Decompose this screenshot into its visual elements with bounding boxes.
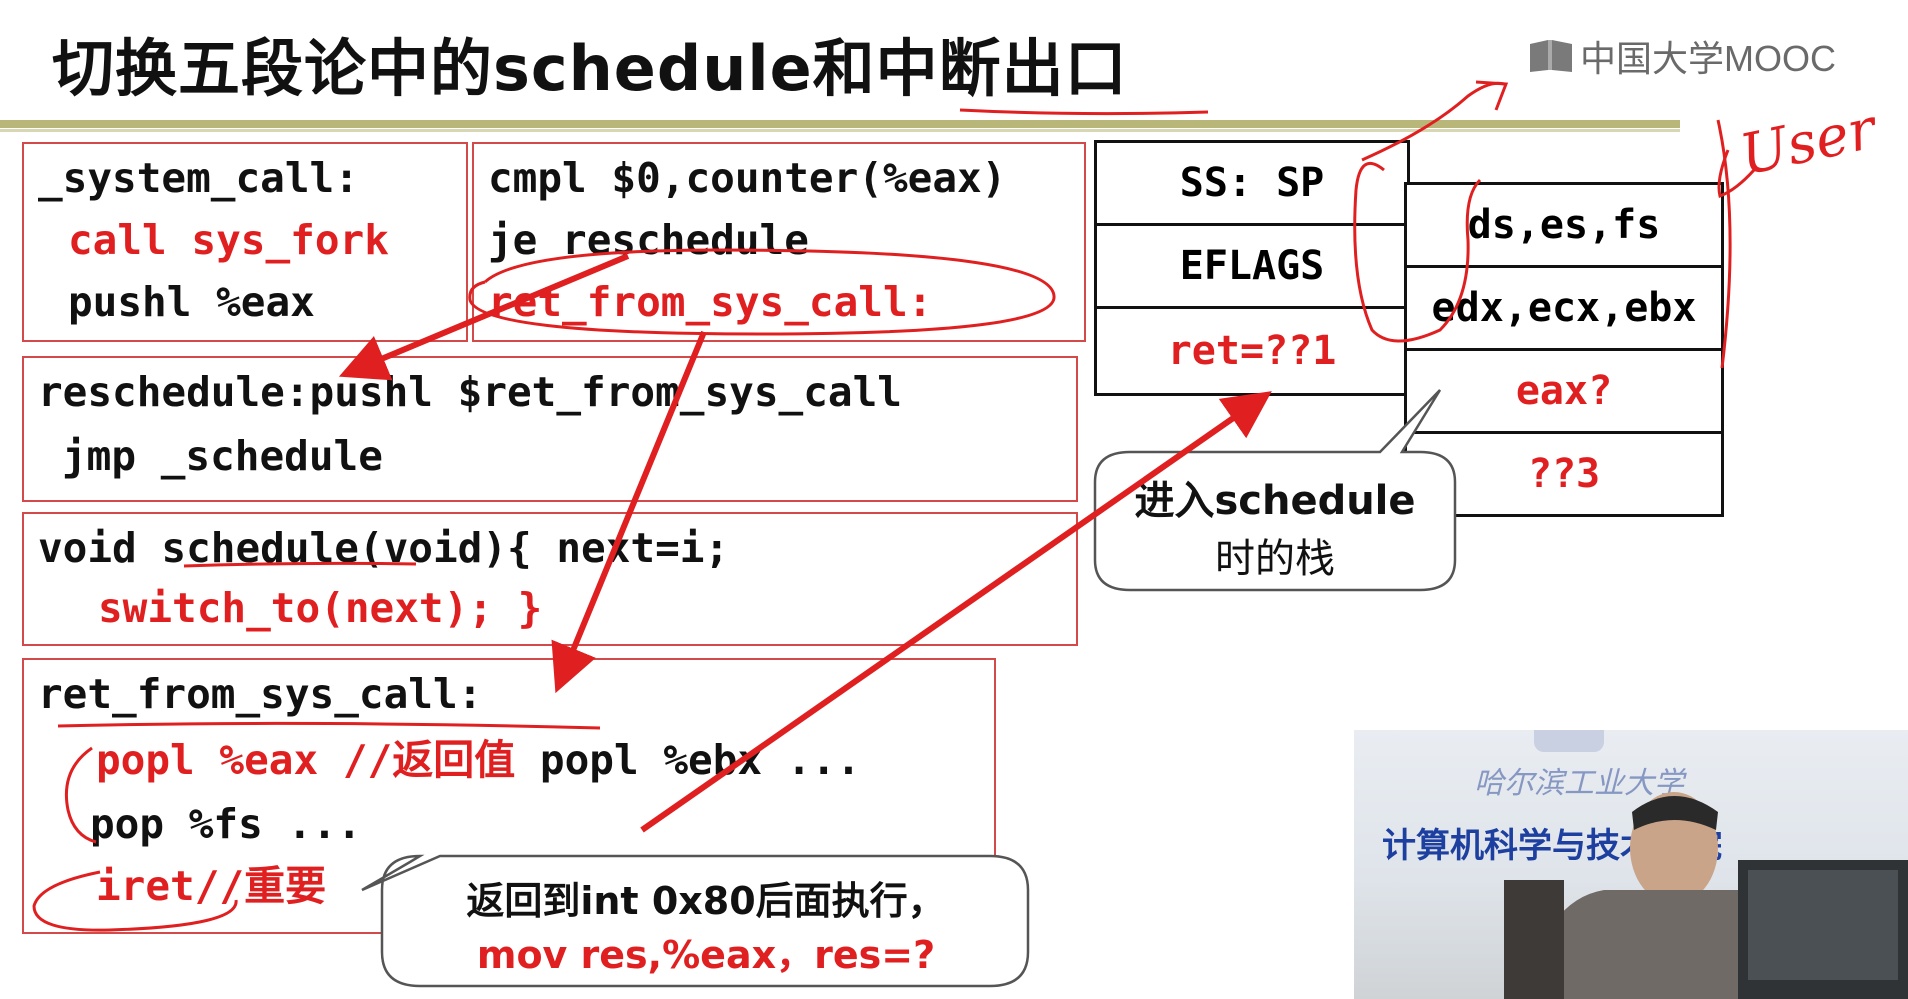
stack-eax: eax?	[1404, 348, 1724, 434]
pushl-eax-line: pushl %eax	[68, 278, 315, 326]
mooc-book-icon	[1530, 40, 1572, 72]
stack-ret-3: ??3	[1404, 431, 1724, 517]
cmpl-counter-line: cmpl $0,counter(%eax)	[488, 154, 1007, 202]
schedule-stack-callout-line1: 进入schedule	[1134, 478, 1416, 524]
popl-eax-text: popl %eax //返回值	[96, 736, 516, 784]
university-emblem-icon	[1534, 730, 1604, 752]
lecturer-figure	[1504, 792, 1908, 999]
mooc-logo-text: 中国大学MOOC	[1580, 38, 1836, 79]
slide-title: 切换五段论中的schedule和中断出口	[52, 32, 1128, 105]
return-callout-shape	[361, 854, 1030, 988]
jmp-schedule-line: jmp _schedule	[62, 432, 383, 480]
switch-to-line: switch_to(next); }	[98, 584, 543, 632]
return-callout-line2: mov res,%eax，res=?	[476, 933, 936, 977]
pop-fs-line: pop %fs ...	[90, 800, 362, 848]
return-callout-line1: 返回到int 0x80后面执行，	[466, 879, 946, 923]
system-call-box: _system_call: call sys_fork pushl %eax	[22, 142, 468, 342]
schedule-stack-callout-line2: 时的栈	[1215, 536, 1335, 582]
cmpl-box: cmpl $0,counter(%eax) je reschedule ret_…	[472, 142, 1086, 342]
ret-from-sys-call-heading: ret_from_sys_call:	[38, 670, 483, 718]
title-rule	[0, 120, 1680, 128]
system-call-label: _system_call:	[38, 154, 359, 202]
title-rule-shadow	[0, 129, 1680, 132]
mooc-logo: 中国大学MOOC	[1528, 30, 1836, 82]
university-calligraphy: 哈尔滨工业大学	[1474, 766, 1684, 801]
lecturer-video: 哈尔滨工业大学 计算机科学与技术学院	[1354, 730, 1908, 999]
